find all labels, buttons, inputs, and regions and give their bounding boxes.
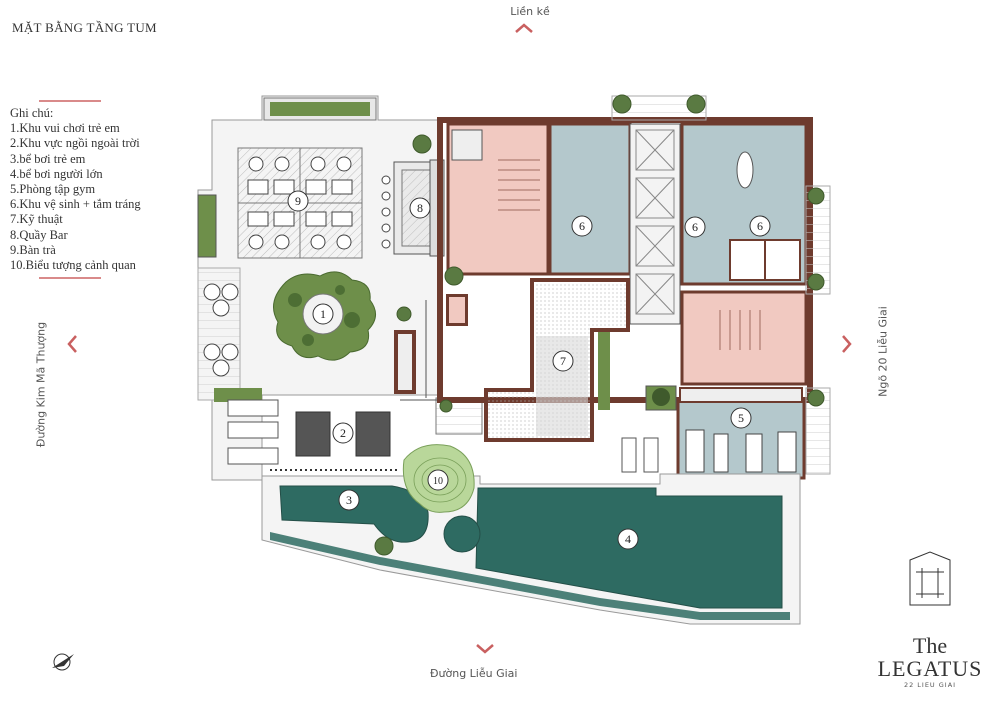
- marker-2: 2: [332, 422, 354, 444]
- gym-equipment: [685, 429, 797, 473]
- legend-item: 1.Khu vui chơi trẻ em: [10, 121, 120, 136]
- marker-3: 3: [338, 489, 360, 511]
- marker-5: 5: [730, 407, 752, 429]
- pool-connector: [443, 515, 481, 553]
- lounge-seats: [203, 283, 239, 377]
- logo-line-1: The: [912, 633, 948, 658]
- area-markers: 1 2 3 4 5 6 6 6 7 8 9 10: [287, 190, 771, 550]
- marker-4: 4: [617, 528, 639, 550]
- chevron-up-icon: [515, 23, 533, 33]
- small-kiosk-inner: [449, 297, 465, 323]
- road-label-bottom: Đường Liễu Giai: [430, 667, 518, 680]
- outdoor-seating: [227, 399, 391, 465]
- central-shaft: [629, 123, 681, 325]
- planter-left: [197, 194, 217, 258]
- wc-fixture: [736, 151, 754, 189]
- legend-item: 6.Khu vệ sinh + tắm tráng: [10, 197, 141, 212]
- stair-room-right: [680, 290, 808, 386]
- chevron-left-icon: [67, 335, 77, 353]
- kids-play-trees: [288, 285, 360, 346]
- logo: The LEGATUS 22 LIEU GIAI: [870, 555, 990, 695]
- marker-10: 10: [427, 469, 449, 491]
- elevator-box: [451, 129, 483, 161]
- marker-7: 7: [552, 350, 574, 372]
- compass-icon: [52, 653, 74, 671]
- pool-loungers: [621, 437, 659, 473]
- planter-top-grass: [270, 102, 370, 116]
- svg-text:3: 3: [346, 493, 352, 507]
- svg-text:6: 6: [692, 220, 698, 234]
- svg-text:4: 4: [625, 532, 631, 546]
- round-planter: [652, 388, 670, 406]
- marker-6b: 6: [684, 216, 706, 238]
- landscape-rings: [413, 457, 467, 503]
- legend-item: 8.Quầy Bar: [10, 227, 68, 242]
- logo-line-2: LEGATUS: [877, 656, 983, 681]
- legend-item: 9.Bàn trà: [10, 242, 56, 257]
- stairs-right: [719, 310, 761, 350]
- legend-heading: Ghi chú:: [10, 106, 54, 120]
- logo-monogram-icon: [909, 551, 951, 606]
- svg-text:8: 8: [417, 201, 423, 215]
- trees: [374, 94, 825, 556]
- svg-text:6: 6: [757, 219, 763, 233]
- marker-1: 1: [312, 303, 334, 325]
- svg-text:10: 10: [433, 476, 443, 487]
- legend-item: 4.bể bơi người lớn: [10, 166, 103, 181]
- counter-kiosk-inner: [398, 334, 412, 390]
- svg-text:7: 7: [560, 354, 566, 368]
- marker-6a: 6: [571, 215, 593, 237]
- legend-item: 10.Biểu tượng cảnh quan: [10, 258, 136, 273]
- stairs-left: [498, 159, 540, 211]
- svg-text:1: 1: [320, 307, 326, 321]
- svg-text:2: 2: [340, 426, 346, 440]
- planter-left-lower: [214, 388, 262, 402]
- shaft-cells: [635, 129, 675, 315]
- legend-item: 2.Khu vực ngồi ngoài trời: [10, 136, 140, 151]
- tea-chairs: [247, 156, 353, 250]
- legend-divider-bottom: [39, 277, 101, 280]
- logo-line-3: 22 LIEU GIAI: [903, 681, 957, 689]
- chevron-right-icon: [842, 335, 852, 353]
- bar-stools: [381, 175, 391, 249]
- legend: Ghi chú: 1.Khu vui chơi trẻ em 2.Khu vực…: [10, 100, 200, 280]
- page-title: MẶT BẰNG TẦNG TUM: [12, 20, 157, 35]
- svg-text:9: 9: [295, 194, 301, 208]
- marker-8: 8: [409, 197, 431, 219]
- legend-item: 5.Phòng tập gym: [10, 182, 96, 197]
- road-label-top: Liền kề: [510, 5, 550, 18]
- planter-strip: [598, 332, 610, 410]
- legend-divider-top: [39, 100, 101, 102]
- wc-block-left: [548, 122, 632, 276]
- legend-item: 3.bể bơi trẻ em: [10, 151, 86, 166]
- marker-6c: 6: [749, 215, 771, 237]
- chevron-down-icon: [476, 644, 494, 654]
- svg-text:6: 6: [579, 219, 585, 233]
- svg-text:5: 5: [738, 411, 744, 425]
- legend-item: 7.Kỹ thuật: [10, 212, 63, 227]
- marker-9: 9: [287, 190, 309, 212]
- gym-bench: [679, 387, 803, 403]
